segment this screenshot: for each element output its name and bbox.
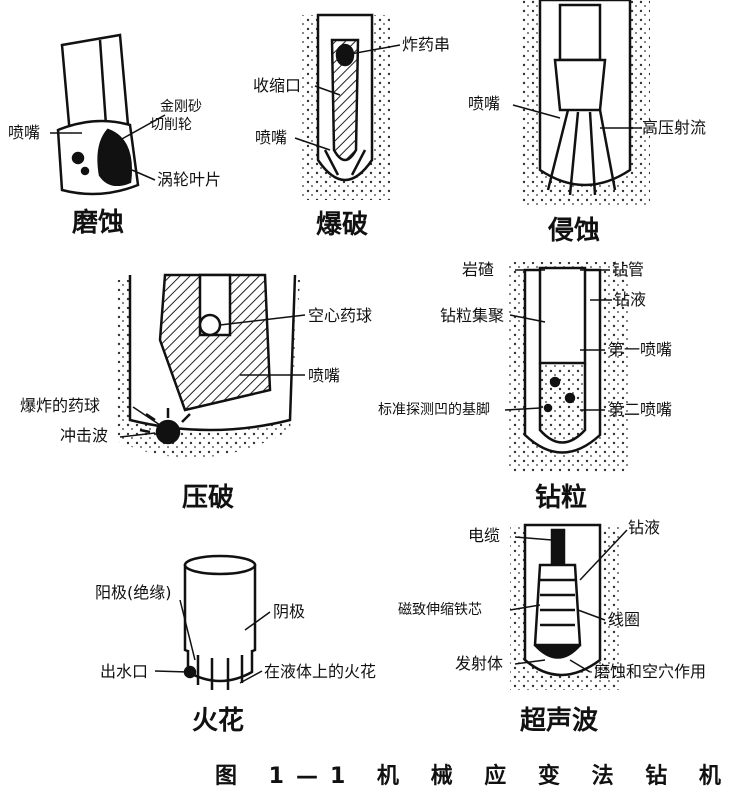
label-drill-pipe: 钻管 [612, 260, 645, 279]
label-emitter: 发射体 [455, 654, 504, 673]
label-crushing-nozzle: 喷嘴 [308, 366, 341, 385]
title-grinding: 磨蚀 [72, 208, 125, 238]
label-pellet-gather: 钻粒集聚 [440, 306, 505, 325]
label-spark: 在液体上的火花 [264, 662, 377, 681]
label-diamond-line1: 金刚砂 [160, 99, 202, 115]
label-exploding-pellet: 爆炸的药球 [20, 396, 101, 415]
label-foot: 标准探测凹的基脚 [378, 402, 490, 418]
label-first-nozzle: 第一喷嘴 [608, 340, 673, 359]
label-jet: 高压射流 [642, 118, 707, 137]
pellet-drill [508, 262, 628, 472]
label-core: 磁致伸缩铁芯 [398, 602, 482, 618]
title-ultrasonic: 超声波 [520, 706, 599, 736]
label-ultra-fluid: 钻液 [628, 518, 661, 537]
label-erosion-nozzle: 喷嘴 [468, 94, 501, 113]
label-outlet: 出水口 [100, 662, 149, 681]
grinding-drill [56, 33, 140, 196]
leader-lines [50, 44, 640, 684]
title-spark: 火花 [192, 706, 245, 736]
title-erosion: 侵蚀 [548, 216, 601, 246]
label-diamond-line2: 切削轮 [150, 117, 192, 133]
label-constriction: 收缩口 [253, 76, 302, 95]
crushing-drill [115, 273, 300, 458]
label-effect: 磨蚀和空穴作用 [594, 662, 707, 681]
label-cable: 电缆 [468, 526, 501, 545]
label-turbine-blade: 涡轮叶片 [157, 170, 222, 189]
label-pellet-fluid: 钻液 [614, 290, 647, 309]
label-charge: 炸药串 [402, 35, 451, 54]
title-pellet: 钻粒 [535, 483, 588, 513]
label-coil: 线圈 [608, 610, 641, 629]
label-cathode: 阴极 [273, 602, 306, 621]
title-blasting: 爆破 [316, 210, 369, 240]
title-crushing: 压破 [182, 483, 235, 513]
label-hollow-pellet: 空心药球 [308, 306, 373, 325]
spark-drill [183, 554, 257, 690]
blasting-drill [300, 13, 390, 200]
label-shock-wave: 冲击波 [60, 426, 109, 445]
label-blasting-nozzle: 喷嘴 [255, 128, 288, 147]
label-anode: 阳极(绝缘) [95, 583, 172, 602]
label-grinding-nozzle: 喷嘴 [8, 123, 41, 142]
erosion-drill [520, 0, 650, 205]
label-second-nozzle: 第二喷嘴 [608, 400, 673, 419]
figure-caption: 图 1—1 机 械 应 变 法 钻 机 [215, 764, 733, 789]
label-rock-chips: 岩碴 [462, 260, 495, 279]
